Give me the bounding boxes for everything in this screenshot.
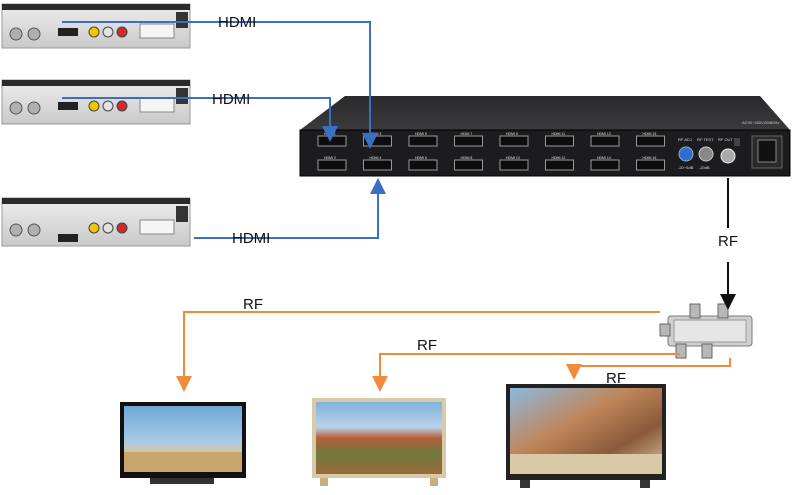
set-top-box-1 <box>1 3 191 49</box>
rf-main-label: RF <box>718 233 738 250</box>
hdmi-input-port: HDMI 14 <box>590 156 620 171</box>
hdmi-port-label: HDMI 11 <box>552 132 566 136</box>
rf-line-tv1 <box>176 311 660 392</box>
hdmi-port-socket <box>545 135 574 147</box>
hdmi-port-socket <box>590 159 620 171</box>
rf-out-connector <box>720 148 736 164</box>
hdmi-port-label: HDMI 7 <box>461 132 473 136</box>
hdmi-input-port: HDMI 8 <box>454 156 483 171</box>
hdmi-port-socket <box>545 159 574 171</box>
hdmi-input-port: HDMI 11 <box>545 132 574 147</box>
hdmi-input-port: HDMI 12 <box>545 156 574 171</box>
hdmi-port-socket <box>499 159 529 171</box>
hdmi-input-port: HDMI 2 <box>317 156 347 171</box>
hdmi-label-3: HDMI <box>232 230 271 247</box>
rf-tv1-label: RF <box>243 296 263 313</box>
hdmi-port-label: HDMI 13 <box>597 132 611 136</box>
set-top-box-3 <box>1 197 191 247</box>
hdmi-port-socket <box>454 135 483 147</box>
hdmi-label-1: HDMI <box>218 14 257 31</box>
tv-2 <box>312 398 446 486</box>
hdmi-port-label: HDMI 4 <box>370 156 382 160</box>
hdmi-port-socket <box>363 159 392 171</box>
rf-splitter <box>659 303 753 359</box>
rf-adj-label: RF ADJ <box>678 137 692 142</box>
hdmi-port-label: HDMI 5 <box>415 132 427 136</box>
hdmi-input-port: HDMI 5 <box>408 132 438 147</box>
hdmi-port-label: HDMI 6 <box>415 156 427 160</box>
hdmi-port-label: HDMI 9 <box>506 132 518 136</box>
hdmi-port-socket <box>636 135 665 147</box>
hdmi-port-label: HDMI 3 <box>370 132 382 136</box>
hdmi-input-port: HDMI 10 <box>499 156 529 171</box>
hdmi-port-label: HDMI 16 <box>643 156 657 160</box>
rf-range-label: -20~5dB <box>678 165 694 170</box>
hdmi-input-port: HDMI 4 <box>363 156 392 171</box>
tv-3 <box>506 384 666 488</box>
hdmi-input-port: HDMI 7 <box>454 132 483 147</box>
rf-line-tv3 <box>566 358 731 380</box>
hdmi-input-port: HDMI 15 <box>636 132 665 147</box>
hdmi-port-socket <box>363 135 392 147</box>
power-spec-label: AC90~260V,50/60Hz <box>742 120 779 125</box>
rf-test-label: RF TEST <box>697 137 714 142</box>
hdmi-line-2 <box>62 97 338 142</box>
hdmi-input-port: HDMI 13 <box>590 132 620 147</box>
hdmi-connections <box>62 21 386 239</box>
hdmi-port-label: HDMI 8 <box>461 156 473 160</box>
rf-tv-connections <box>176 311 731 392</box>
hdmi-line-3 <box>194 178 386 239</box>
hdmi-port-socket <box>499 135 529 147</box>
hdmi-input-port: HDMI 9 <box>499 132 529 147</box>
rf-out-label: RF OUT <box>718 137 733 142</box>
hdmi-port-label: HDMI 10 <box>506 156 520 160</box>
hdmi-port-label: HDMI 2 <box>324 156 336 160</box>
hdmi-input-port: HDMI 6 <box>408 156 438 171</box>
hdmi-port-socket <box>408 135 438 147</box>
hdmi-label-2: HDMI <box>212 91 251 108</box>
hdmi-input-port: HDMI 16 <box>636 156 665 171</box>
hdmi-port-label: HDMI 14 <box>597 156 611 160</box>
set-top-box-2 <box>1 79 191 125</box>
rf-tv3-label: RF <box>606 370 626 387</box>
hdmi-port-socket <box>590 135 620 147</box>
rf-tv2-label: RF <box>417 337 437 354</box>
tv-1 <box>120 402 246 484</box>
hdmi-port-label: HDMI 15 <box>643 132 657 136</box>
hdmi-port-socket <box>636 159 665 171</box>
hdmi-line-1 <box>62 21 378 149</box>
hdmi-port-label: HDMI 12 <box>552 156 566 160</box>
hdmi-port-socket <box>317 135 347 147</box>
hdmi-port-socket <box>454 159 483 171</box>
rf-line-tv2 <box>372 353 680 392</box>
rf-test-level-label: -20dB <box>699 165 710 170</box>
hdmi-port-socket <box>408 159 438 171</box>
hdmi-port-socket <box>317 159 347 171</box>
